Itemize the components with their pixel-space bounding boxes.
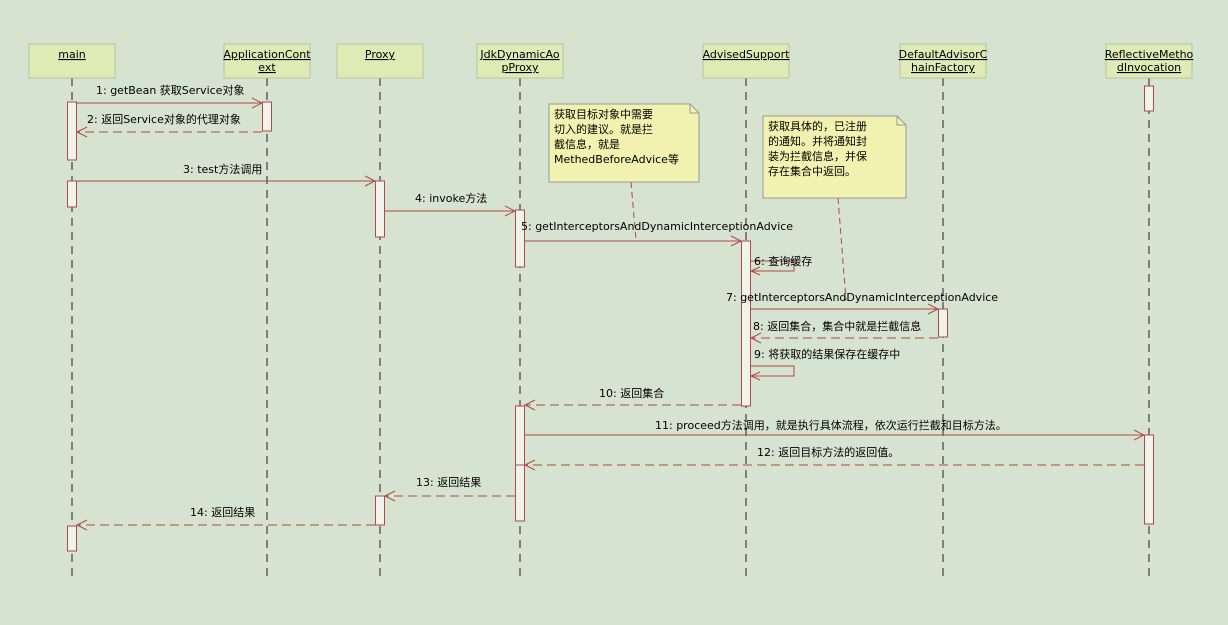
message-arrowhead (75, 126, 88, 138)
message-label: 11: proceed方法调用，就是执行具体流程，依次运行拦截和目标方法。 (655, 418, 1007, 432)
participant-box (223, 43, 311, 79)
message-label: 5: getInterceptorsAndDynamicInterception… (521, 220, 793, 233)
participant-box (1105, 43, 1193, 79)
message-2: 2: 返回Service对象的代理对象 (75, 112, 262, 138)
note-fold (896, 116, 906, 126)
activation-bar (1144, 434, 1154, 525)
message-14: 14: 返回结果 (75, 506, 375, 531)
activation-bar (67, 180, 77, 208)
message-4: 4: invoke方法 (385, 191, 517, 217)
message-label: 7: getInterceptorsAndDynamicInterception… (726, 291, 998, 304)
message-arrowhead (1133, 429, 1146, 441)
message-label: 6: 查询缓存 (754, 254, 812, 268)
message-arrowhead (749, 371, 761, 381)
message-arrowhead (75, 519, 88, 531)
note-line: 截信息，就是 (554, 137, 620, 151)
message-label: 13: 返回结果 (416, 476, 481, 489)
message-label: 4: invoke方法 (415, 191, 487, 205)
participant-label: main (58, 48, 86, 61)
participant-label: dInvocation (1117, 61, 1181, 74)
participant-label: Proxy (365, 48, 396, 61)
activation-bar (515, 209, 525, 268)
participant-label: pProxy (501, 61, 539, 74)
participant-main: main (28, 43, 116, 580)
note-line: 获取目标对象中需要 (554, 107, 653, 121)
participant-label: ReflectiveMetho (1105, 48, 1194, 61)
message-label: 1: getBean 获取Service对象 (96, 83, 244, 97)
message-label: 10: 返回集合 (599, 386, 664, 400)
note-line: MethedBeforeAdvice等 (554, 152, 679, 166)
message-line (751, 260, 795, 272)
activation-bar (938, 308, 948, 338)
message-1: 1: getBean 获取Service对象 (77, 83, 264, 109)
message-arrowhead (927, 303, 940, 315)
message-13: 13: 返回结果 (383, 476, 515, 502)
message-6: 6: 查询缓存 (749, 254, 812, 276)
participant-box (336, 43, 424, 79)
note-fold (689, 104, 699, 114)
note-line: 装为拦截信息，并保 (768, 149, 867, 163)
message-arrowhead (523, 459, 536, 471)
activation-bar (375, 495, 385, 526)
message-arrowhead (749, 332, 762, 344)
participant-box (476, 43, 564, 79)
participant-box (899, 43, 987, 79)
activation-bar (67, 525, 77, 552)
participant-label: JdkDynamicAo (479, 48, 559, 61)
participant-label: ext (258, 61, 276, 74)
note-box (548, 103, 700, 183)
participant-label: ApplicationCont (223, 48, 311, 61)
message-arrowhead (749, 266, 761, 276)
message-label: 2: 返回Service对象的代理对象 (87, 112, 241, 126)
activation-bar (741, 240, 751, 407)
note-line: 存在集合中返回。 (768, 164, 856, 178)
participant-label: DefaultAdvisorC (899, 48, 988, 61)
activation-bar (262, 101, 272, 132)
note-line: 的通知。并将通知封 (768, 134, 867, 148)
message-12: 12: 返回目标方法的返回值。 (523, 445, 1144, 471)
message-label: 14: 返回结果 (190, 506, 255, 519)
message-label: 3: test方法调用 (183, 162, 262, 176)
message-arrowhead (523, 399, 536, 411)
message-arrowhead (383, 490, 396, 502)
message-arrowhead (251, 97, 264, 109)
message-7: 7: getInterceptorsAndDynamicInterception… (726, 291, 998, 315)
note-line: 切入的建议。就是拦 (554, 122, 653, 136)
participant-advised: AdvisedSupport (702, 43, 791, 580)
activation-bar (515, 464, 525, 522)
message-label: 9: 将获取的结果保存在缓存中 (754, 347, 900, 361)
participant-label: AdvisedSupport (703, 48, 791, 61)
activation-bar (375, 180, 385, 238)
participant-label: hainFactory (911, 61, 975, 74)
note-connector (837, 197, 847, 301)
participant-box (28, 43, 116, 79)
message-label: 12: 返回目标方法的返回值。 (757, 445, 899, 459)
message-3: 3: test方法调用 (77, 162, 377, 187)
message-9: 9: 将获取的结果保存在缓存中 (749, 347, 900, 381)
note-box (762, 115, 907, 199)
message-label: 8: 返回集合，集合中就是拦截信息 (753, 319, 921, 333)
activation-bar (515, 405, 525, 466)
message-arrowhead (364, 175, 377, 187)
message-arrowhead (504, 205, 517, 217)
participant-proxy: Proxy (336, 43, 424, 580)
message-8: 8: 返回集合，集合中就是拦截信息 (749, 319, 938, 344)
message-10: 10: 返回集合 (523, 386, 741, 411)
participant-box (702, 43, 790, 79)
note-line: 获取具体的，已注册 (768, 119, 867, 133)
message-5: 5: getInterceptorsAndDynamicInterception… (521, 220, 793, 247)
activation-bar (1144, 85, 1154, 112)
message-11: 11: proceed方法调用，就是执行具体流程，依次运行拦截和目标方法。 (525, 418, 1146, 441)
message-arrowhead (730, 235, 743, 247)
note-advice: 获取目标对象中需要切入的建议。就是拦截信息，就是MethedBeforeAdvi… (548, 103, 700, 241)
message-line (751, 365, 795, 377)
activation-bar (67, 101, 77, 161)
